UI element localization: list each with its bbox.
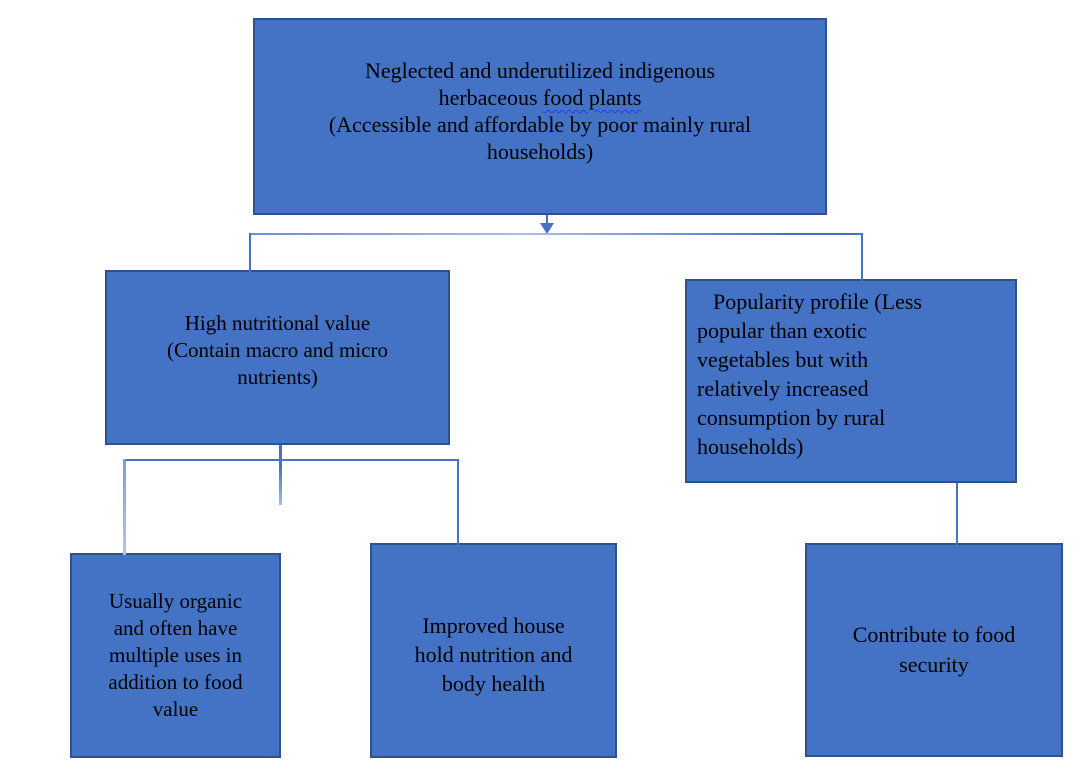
connector-branch-left-vertical <box>249 233 251 272</box>
connector-root-stem <box>546 215 548 225</box>
node-high-nutritional-value: High nutritional value (Contain macro an… <box>105 270 450 445</box>
connector-sub-branch-horizontal <box>124 459 459 461</box>
node-usually-organic: Usually organic and often have multiple … <box>70 553 281 758</box>
root-text-segment-after: (Accessible and affordable by poor mainl… <box>328 112 752 164</box>
connector-branch-horizontal <box>249 233 863 235</box>
node-high-nutritional-value-text: High nutritional value (Contain macro an… <box>166 311 388 389</box>
node-improved-household-text: Improved house hold nutrition and body h… <box>414 613 573 696</box>
node-root-text: Neglected and underutilized indigenous h… <box>255 20 825 165</box>
connector-branch-right-vertical <box>861 233 863 281</box>
connector-sub-left-vertical <box>123 459 126 555</box>
node-root: Neglected and underutilized indigenous h… <box>253 18 827 215</box>
node-improved-household: Improved house hold nutrition and body h… <box>370 543 617 758</box>
arrow-down-icon <box>540 223 554 234</box>
node-food-security-text: Contribute to food security <box>852 622 1016 677</box>
root-text-segment-before: Neglected and underutilized indigenous h… <box>364 58 716 110</box>
connector-sub-right-vertical <box>457 459 459 549</box>
node-usually-organic-text: Usually organic and often have multiple … <box>108 589 243 721</box>
connector-nutrition-stub <box>279 445 282 505</box>
connector-security-vertical <box>956 483 958 545</box>
node-popularity-profile-text: Popularity profile (Less popular than ex… <box>697 289 922 459</box>
spellcheck-wavy-underline: food plants <box>543 85 642 110</box>
node-popularity-profile: Popularity profile (Less popular than ex… <box>685 279 1017 483</box>
node-food-security: Contribute to food security <box>805 543 1063 757</box>
